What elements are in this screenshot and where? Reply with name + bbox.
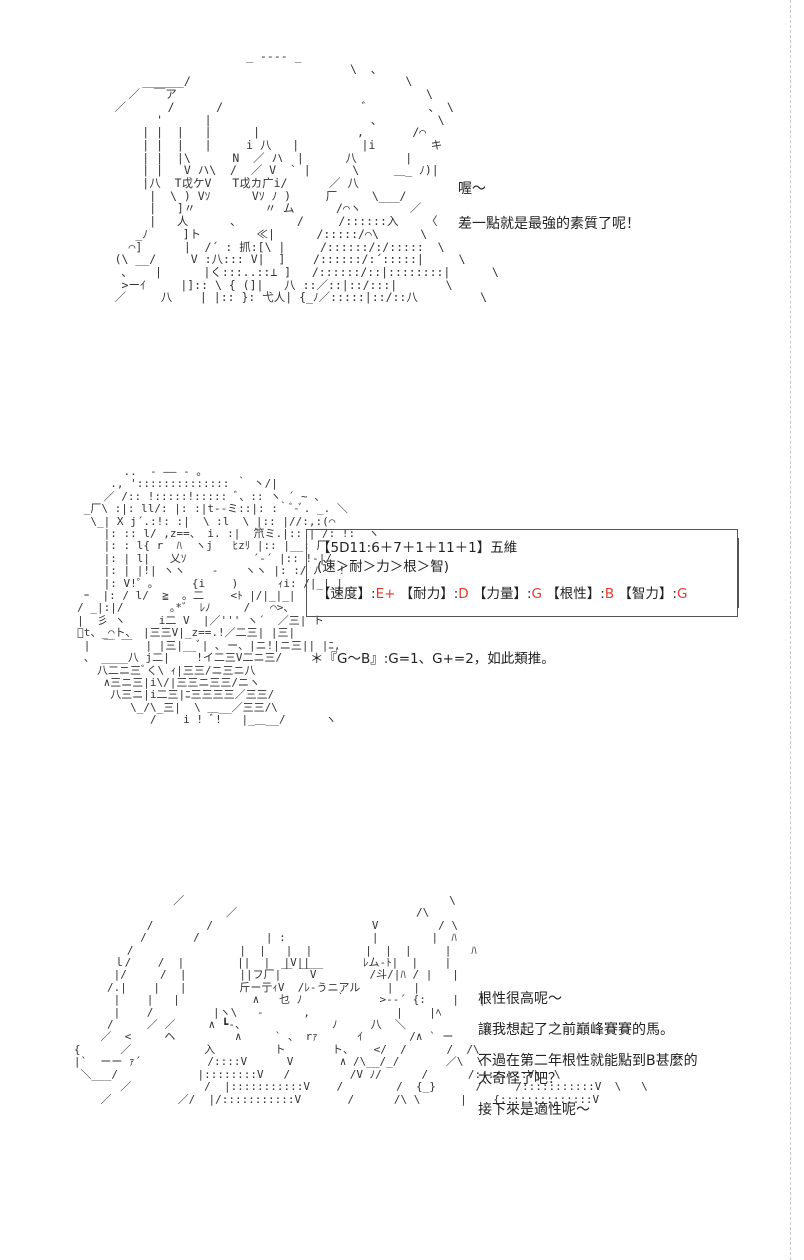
stat-grade-guts: B — [604, 586, 615, 602]
dialogue-line: 喔～ — [458, 181, 486, 197]
stat-label-speed: 【速度】: — [317, 586, 376, 602]
stat-label-stamina: 【耐力】: — [399, 586, 459, 602]
dialogue-line: 讓我想起了之前巔峰賽賽的馬。 — [478, 1022, 674, 1038]
dialogue-line: 差一點就是最強的素質了呢！ — [458, 216, 640, 232]
stat-label-wisdom: 【智力】: — [618, 586, 677, 602]
dialogue-panel-1: 喔～ 差一點就是最強的素質了呢！ — [458, 180, 640, 250]
stat-box-edge — [737, 538, 739, 608]
ascii-art-character-1: _ ---- _ \ 、 ______/ \ ／ ￣ア \ ／ / / ゛ — [114, 49, 499, 305]
dialogue-line: 接下來是適性呢～ — [478, 1102, 590, 1118]
ascii-art-character-2: .. - ―― - 。 ., ':::::::::::::: ｀ 丶/| ／ /… — [70, 465, 380, 727]
stat-label-guts: 【根性】: — [546, 586, 605, 602]
ascii-art-character-3: ／ \ ／ /\ / / V / \ / / | : — [73, 894, 648, 1106]
dialogue-line: 不過在第二年根性就能點到B甚麼的 — [478, 1053, 698, 1069]
stat-box: 【5D11:6＋7＋1＋11＋1】五維 (速＞耐＞力＞根＞智) 【速度】:E+ … — [306, 529, 739, 617]
dialogue-line: 根性很高呢～ — [478, 991, 562, 1007]
stat-box-stats: 【速度】:E+ 【耐力】:D 【力量】:G 【根性】:B 【智力】:G — [317, 585, 727, 604]
stat-grade-stamina: D — [458, 586, 469, 602]
stat-grade-power: G — [531, 586, 542, 602]
stat-grade-speed: E+ — [375, 586, 396, 602]
grade-note: ＊『G～B』:G=1、G+=2，如此類推。 — [310, 651, 555, 667]
page-edge-rule — [790, 0, 791, 1260]
stat-grade-wisdom: G — [676, 586, 688, 602]
stat-label-power: 【力量】: — [472, 586, 532, 602]
dialogue-line: 太奇怪了吧？ — [478, 1071, 562, 1087]
dialogue-panel-3: 根性很高呢～ 讓我想起了之前巔峰賽賽的馬。 不過在第二年根性就能點到B甚麼的 太… — [478, 990, 698, 1132]
stat-box-order: (速＞耐＞力＞根＞智) — [317, 559, 450, 575]
stat-box-title: 【5D11:6＋7＋1＋11＋1】五維 — [317, 540, 518, 556]
